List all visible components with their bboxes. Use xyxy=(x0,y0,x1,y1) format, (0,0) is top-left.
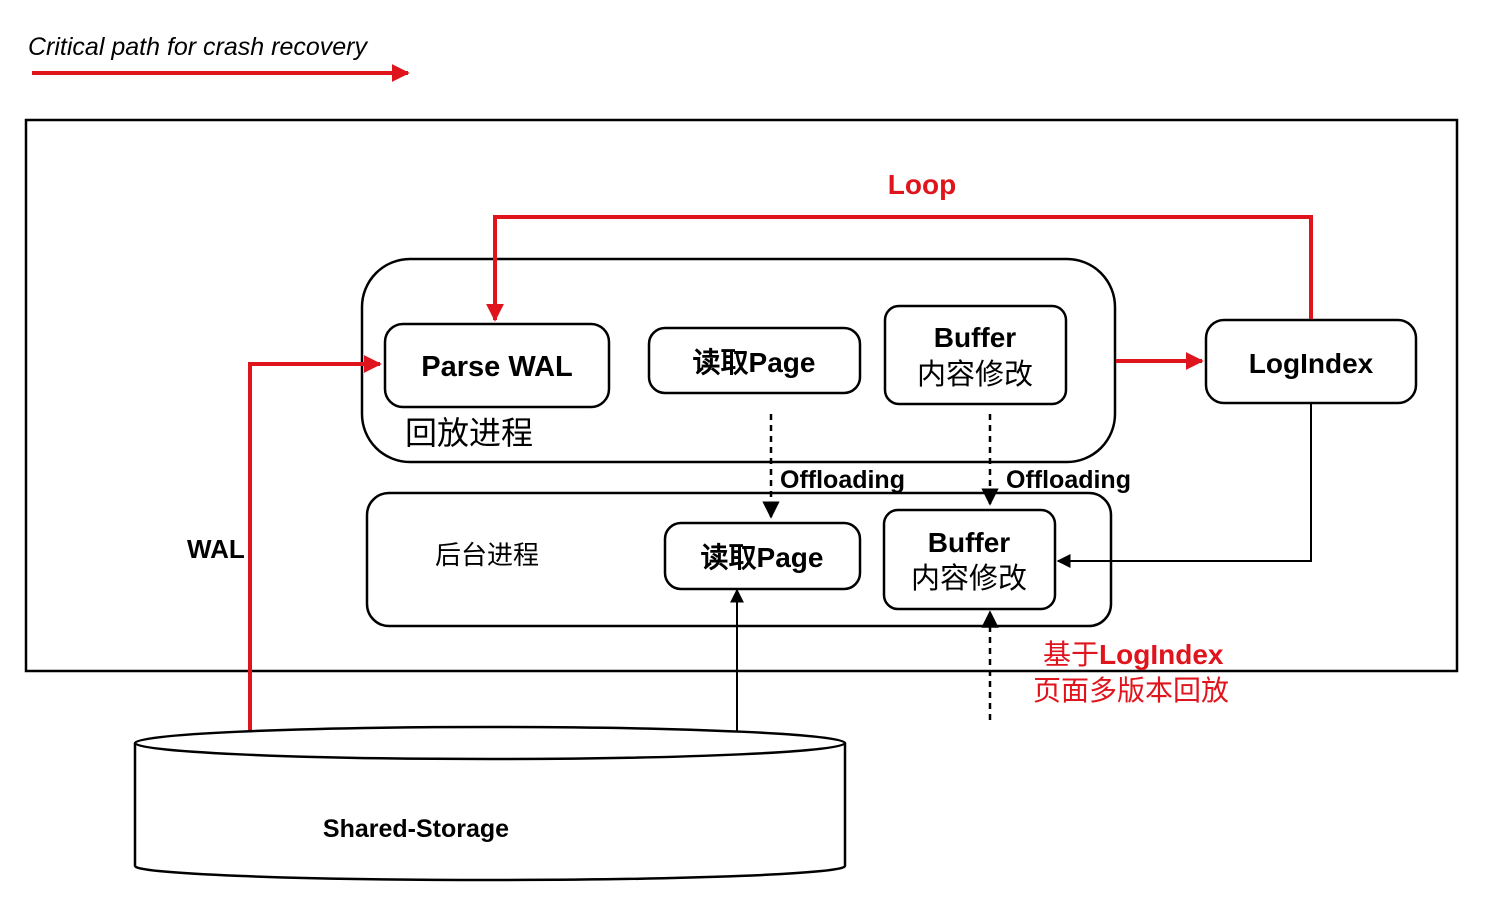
background-process-label: 后台进程 xyxy=(435,540,539,570)
replay-buffer-line1: Buffer xyxy=(934,322,1017,353)
replay-read-page-box xyxy=(647,326,862,395)
logindex-label: LogIndex xyxy=(1249,348,1374,379)
shared-storage-label: Shared-Storage xyxy=(323,815,509,843)
replay-process-container xyxy=(360,257,1117,464)
multiversion-prefix: 基于 xyxy=(1043,639,1099,670)
background-read-page-box xyxy=(663,521,862,591)
replay-buffer-line2: 内容修改 xyxy=(917,358,1033,391)
background-buffer-line2: 内容修改 xyxy=(911,562,1027,595)
offloading-right-label: Offloading xyxy=(1006,466,1131,494)
system-frame xyxy=(24,118,1459,673)
multiversion-line2: 页面多版本回放 xyxy=(1033,675,1229,706)
loop-label: Loop xyxy=(888,169,956,200)
background-process-container xyxy=(365,491,1113,628)
parse-wal-box xyxy=(383,322,611,409)
shared-storage-cylinder xyxy=(133,725,847,882)
loop-arrow xyxy=(486,215,1313,322)
logindex-box xyxy=(1204,318,1418,405)
offloading-left-label: Offloading xyxy=(780,466,905,494)
replay-read-page-label: 读取Page xyxy=(693,347,816,378)
background-read-page-label: 读取Page xyxy=(701,542,824,573)
replay-buffer-box xyxy=(883,304,1068,406)
background-buffer-line1: Buffer xyxy=(928,527,1011,558)
wal-label: WAL xyxy=(187,534,245,564)
wal-arrow xyxy=(248,355,382,741)
multiversion-line1: 基于LogIndex xyxy=(1043,639,1224,670)
background-buffer-box xyxy=(882,508,1057,611)
legend-label: Critical path for crash recovery xyxy=(28,33,369,61)
replay-process-label: 回放进程 xyxy=(405,415,533,451)
parse-wal-label: Parse WAL xyxy=(421,351,573,383)
logindex-to-buffer-arrow xyxy=(1056,404,1312,568)
multiversion-logindex: LogIndex xyxy=(1099,639,1224,670)
